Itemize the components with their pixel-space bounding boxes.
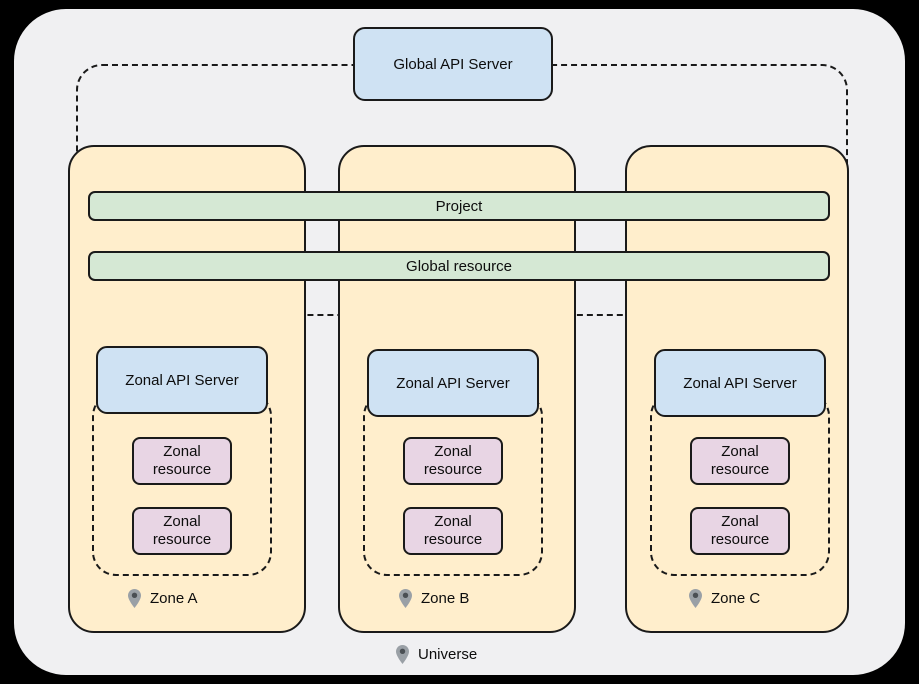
zonal-resource-line1: Zonal	[163, 513, 201, 530]
zonal-resource-line2: resource	[423, 531, 483, 548]
map-pin-icon	[128, 589, 141, 608]
zonal-resource-line2: resource	[423, 461, 483, 478]
global-bar-global-resource[interactable]: Global resource	[88, 251, 830, 281]
zonal-resource-c-1[interactable]: Zonal resource	[690, 437, 790, 485]
map-pin-icon	[396, 645, 409, 664]
zone-label-text: Zone A	[150, 590, 198, 607]
zonal-resource-c-2[interactable]: Zonal resource	[690, 507, 790, 555]
zonal-api-server-c[interactable]: Zonal API Server	[654, 349, 826, 417]
zonal-resource-line1: Zonal	[434, 513, 472, 530]
global-api-server[interactable]: Global API Server	[353, 27, 553, 101]
zonal-resource-line1: Zonal	[721, 513, 759, 530]
universe-label-text: Universe	[418, 646, 478, 663]
zone-label-text: Zone B	[421, 590, 470, 607]
zonal-resource-a-1[interactable]: Zonal resource	[132, 437, 232, 485]
zone-label-text: Zone C	[711, 590, 761, 607]
zonal-resource-line2: resource	[152, 531, 212, 548]
universe-label: Universe	[396, 645, 477, 664]
zone-label-b: Zone B	[399, 589, 469, 608]
zonal-resource-line2: resource	[152, 461, 212, 478]
zonal-resource-line2: resource	[710, 461, 770, 478]
zone-label-c: Zone C	[689, 589, 760, 608]
global-bar-project[interactable]: Project	[88, 191, 830, 221]
zonal-resource-line1: Zonal	[434, 443, 472, 460]
zonal-resource-b-2[interactable]: Zonal resource	[403, 507, 503, 555]
zone-label-a: Zone A	[128, 589, 198, 608]
zonal-resource-line1: Zonal	[721, 443, 759, 460]
zonal-resource-b-1[interactable]: Zonal resource	[403, 437, 503, 485]
map-pin-icon	[689, 589, 702, 608]
map-pin-icon	[399, 589, 412, 608]
zonal-resource-line2: resource	[710, 531, 770, 548]
zonal-api-server-a[interactable]: Zonal API Server	[96, 346, 268, 414]
zonal-api-server-b[interactable]: Zonal API Server	[367, 349, 539, 417]
zonal-resource-line1: Zonal	[163, 443, 201, 460]
zonal-resource-a-2[interactable]: Zonal resource	[132, 507, 232, 555]
